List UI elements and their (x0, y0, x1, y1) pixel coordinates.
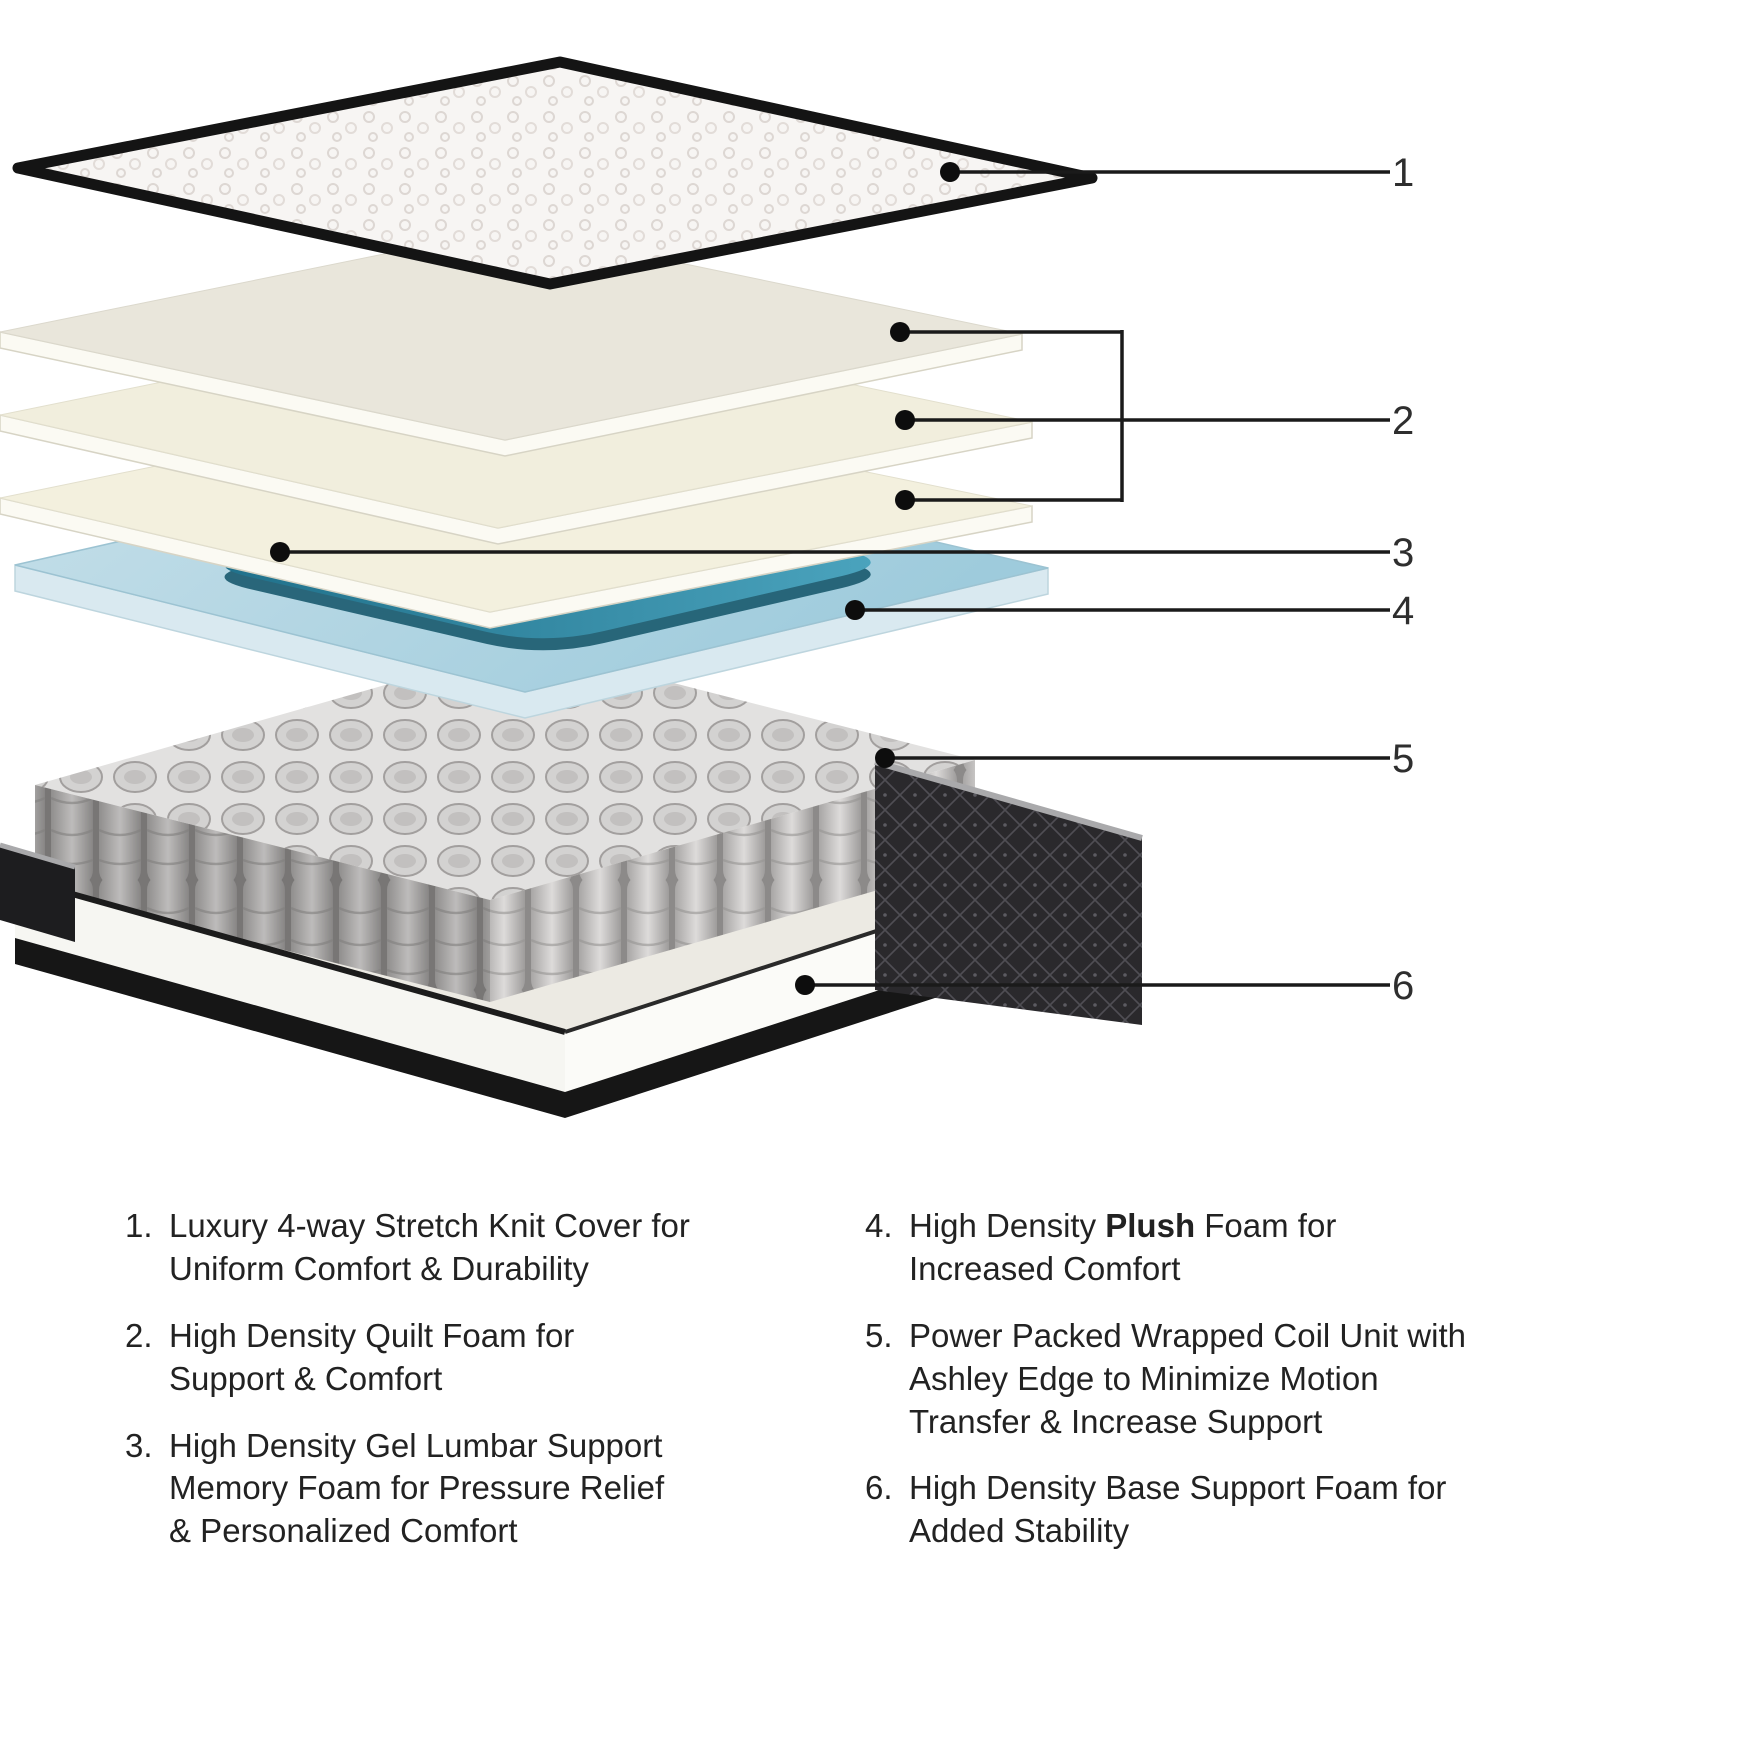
ashley-edge-panel (875, 762, 1142, 1025)
base-foam-front-left (15, 878, 565, 1092)
legend-text-2: High Density Quilt Foam for Support & Co… (169, 1315, 574, 1401)
legend-column-right: 4. High Density Plush Foam for Increased… (865, 1205, 1525, 1577)
legend-number-4: 4. (865, 1207, 893, 1244)
callout-number-2: 2 (1392, 399, 1414, 443)
legend-column-left: 1. Luxury 4-way Stretch Knit Cover for U… (125, 1205, 780, 1577)
legend-text-2-pre: High Density Quilt Foam for Support & Co… (169, 1316, 575, 1397)
legend-text-1-pre: Luxury 4-way Stretch Knit Cover for Unif… (169, 1207, 690, 1287)
mattress-exploded-diagram: 1 2 3 4 5 6 (0, 56, 1414, 1118)
panel-piping (874, 759, 1143, 841)
callout-dot-5 (875, 748, 895, 768)
legend-text-6-pre: High Density Base Support Foam for Added… (909, 1469, 1447, 1550)
coil-top-face (35, 645, 975, 900)
legend-number-3: 3. (125, 1426, 153, 1464)
legend-text-4-bold: Plush (1105, 1207, 1196, 1244)
quilt-foam-1-top (0, 227, 1023, 441)
coil-front-left-shade (35, 785, 490, 1002)
callout-dot-2a (890, 322, 910, 342)
callouts (270, 162, 1390, 995)
legend-text-1: Luxury 4-way Stretch Knit Cover for Unif… (169, 1205, 690, 1291)
callout-dot-1 (940, 162, 960, 182)
shell-bottom-left (15, 938, 565, 1118)
shell-left-wedge (0, 845, 75, 942)
callout-dot-4 (845, 600, 865, 620)
legend-text-5: Power Packed Wrapped Coil Unit with Ashl… (909, 1315, 1466, 1444)
shell-rim-left (14, 875, 566, 1035)
legend: 1. Luxury 4-way Stretch Knit Cover for U… (125, 1205, 1525, 1577)
callout-number-5: 5 (1392, 737, 1414, 781)
legend-number-1: 1. (125, 1207, 153, 1244)
callout-dot-6 (795, 975, 815, 995)
legend-item-3: 3. High Density Gel Lumbar Support Memor… (125, 1425, 780, 1554)
layer-quilt-foam-1 (0, 227, 1023, 457)
callout-dot-2c (895, 490, 915, 510)
callout-number-4: 4 (1392, 589, 1414, 633)
legend-number-2: 2. (125, 1316, 153, 1354)
layer-knit-cover (12, 56, 1098, 290)
callout-numbers: 1 2 3 4 5 6 (1392, 151, 1414, 1008)
legend-item-1: 1. Luxury 4-way Stretch Knit Cover for U… (125, 1205, 780, 1291)
callout-number-6: 6 (1392, 964, 1414, 1008)
coil-front-right-face (490, 760, 975, 1002)
callout-number-3: 3 (1392, 531, 1414, 575)
callout-dot-2b (895, 410, 915, 430)
legend-item-2: 2. High Density Quilt Foam for Support &… (125, 1315, 780, 1401)
base-shell (0, 759, 1143, 1118)
legend-text-4-pre: High Density (909, 1207, 1106, 1244)
knit-cover-top (12, 56, 1098, 290)
legend-text-3-pre: High Density Gel Lumbar Support Memory F… (169, 1426, 665, 1550)
legend-item-4: 4. High Density Plush Foam for Increased… (865, 1205, 1525, 1291)
legend-text-4-post: Foam for Increased Comfort (909, 1207, 1337, 1287)
legend-text-3: High Density Gel Lumbar Support Memory F… (169, 1425, 664, 1554)
legend-text-6: High Density Base Support Foam for Added… (909, 1467, 1446, 1553)
legend-number-6: 6. (865, 1469, 893, 1507)
left-wedge-piping (0, 842, 76, 870)
callout-number-1: 1 (1392, 151, 1414, 195)
coil-front-left-face (35, 785, 490, 1002)
legend-item-6: 6. High Density Base Support Foam for Ad… (865, 1467, 1525, 1553)
legend-text-4: High Density Plush Foam for Increased Co… (909, 1205, 1336, 1291)
legend-item-5: 5. Power Packed Wrapped Coil Unit with A… (865, 1315, 1525, 1444)
callout-dot-3 (270, 542, 290, 562)
layer-coil-unit (35, 645, 975, 1002)
legend-text-5-pre: Power Packed Wrapped Coil Unit with Ashl… (909, 1316, 1466, 1440)
legend-number-5: 5. (865, 1316, 893, 1354)
